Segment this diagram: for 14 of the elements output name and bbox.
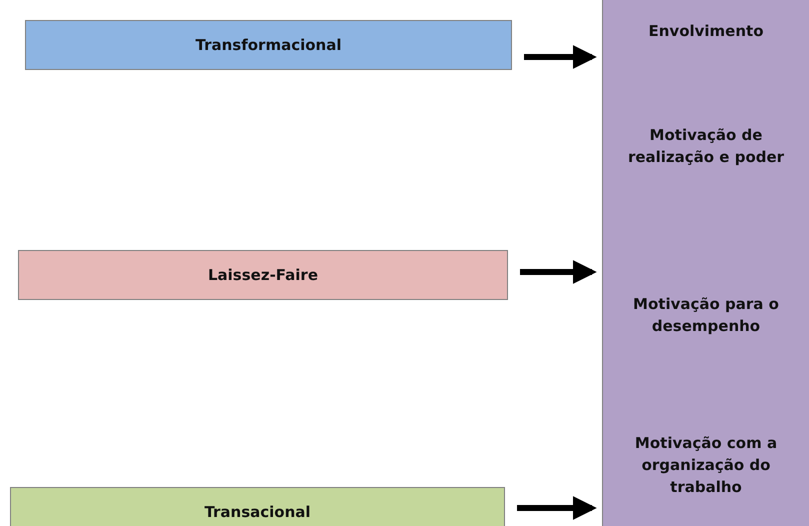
box-title: Transacional xyxy=(204,503,311,521)
arrow xyxy=(520,260,597,284)
arrow xyxy=(524,45,597,69)
outcome-text: Motivação de realização e poder xyxy=(626,125,786,168)
leadership-style-box xyxy=(18,250,508,300)
box-title: Laissez-Faire xyxy=(208,266,318,284)
leadership-style-box xyxy=(10,487,505,526)
arrow xyxy=(517,496,597,520)
outcome-panel xyxy=(602,0,809,526)
leadership-style-box xyxy=(25,20,512,70)
outcome-text: Motivação para o desempenho xyxy=(632,294,780,337)
outcome-text: Motivação com a organização do trabalho xyxy=(634,433,778,498)
box-title: Transformacional xyxy=(196,36,342,54)
outcome-text: Envolvimento xyxy=(647,21,765,42)
